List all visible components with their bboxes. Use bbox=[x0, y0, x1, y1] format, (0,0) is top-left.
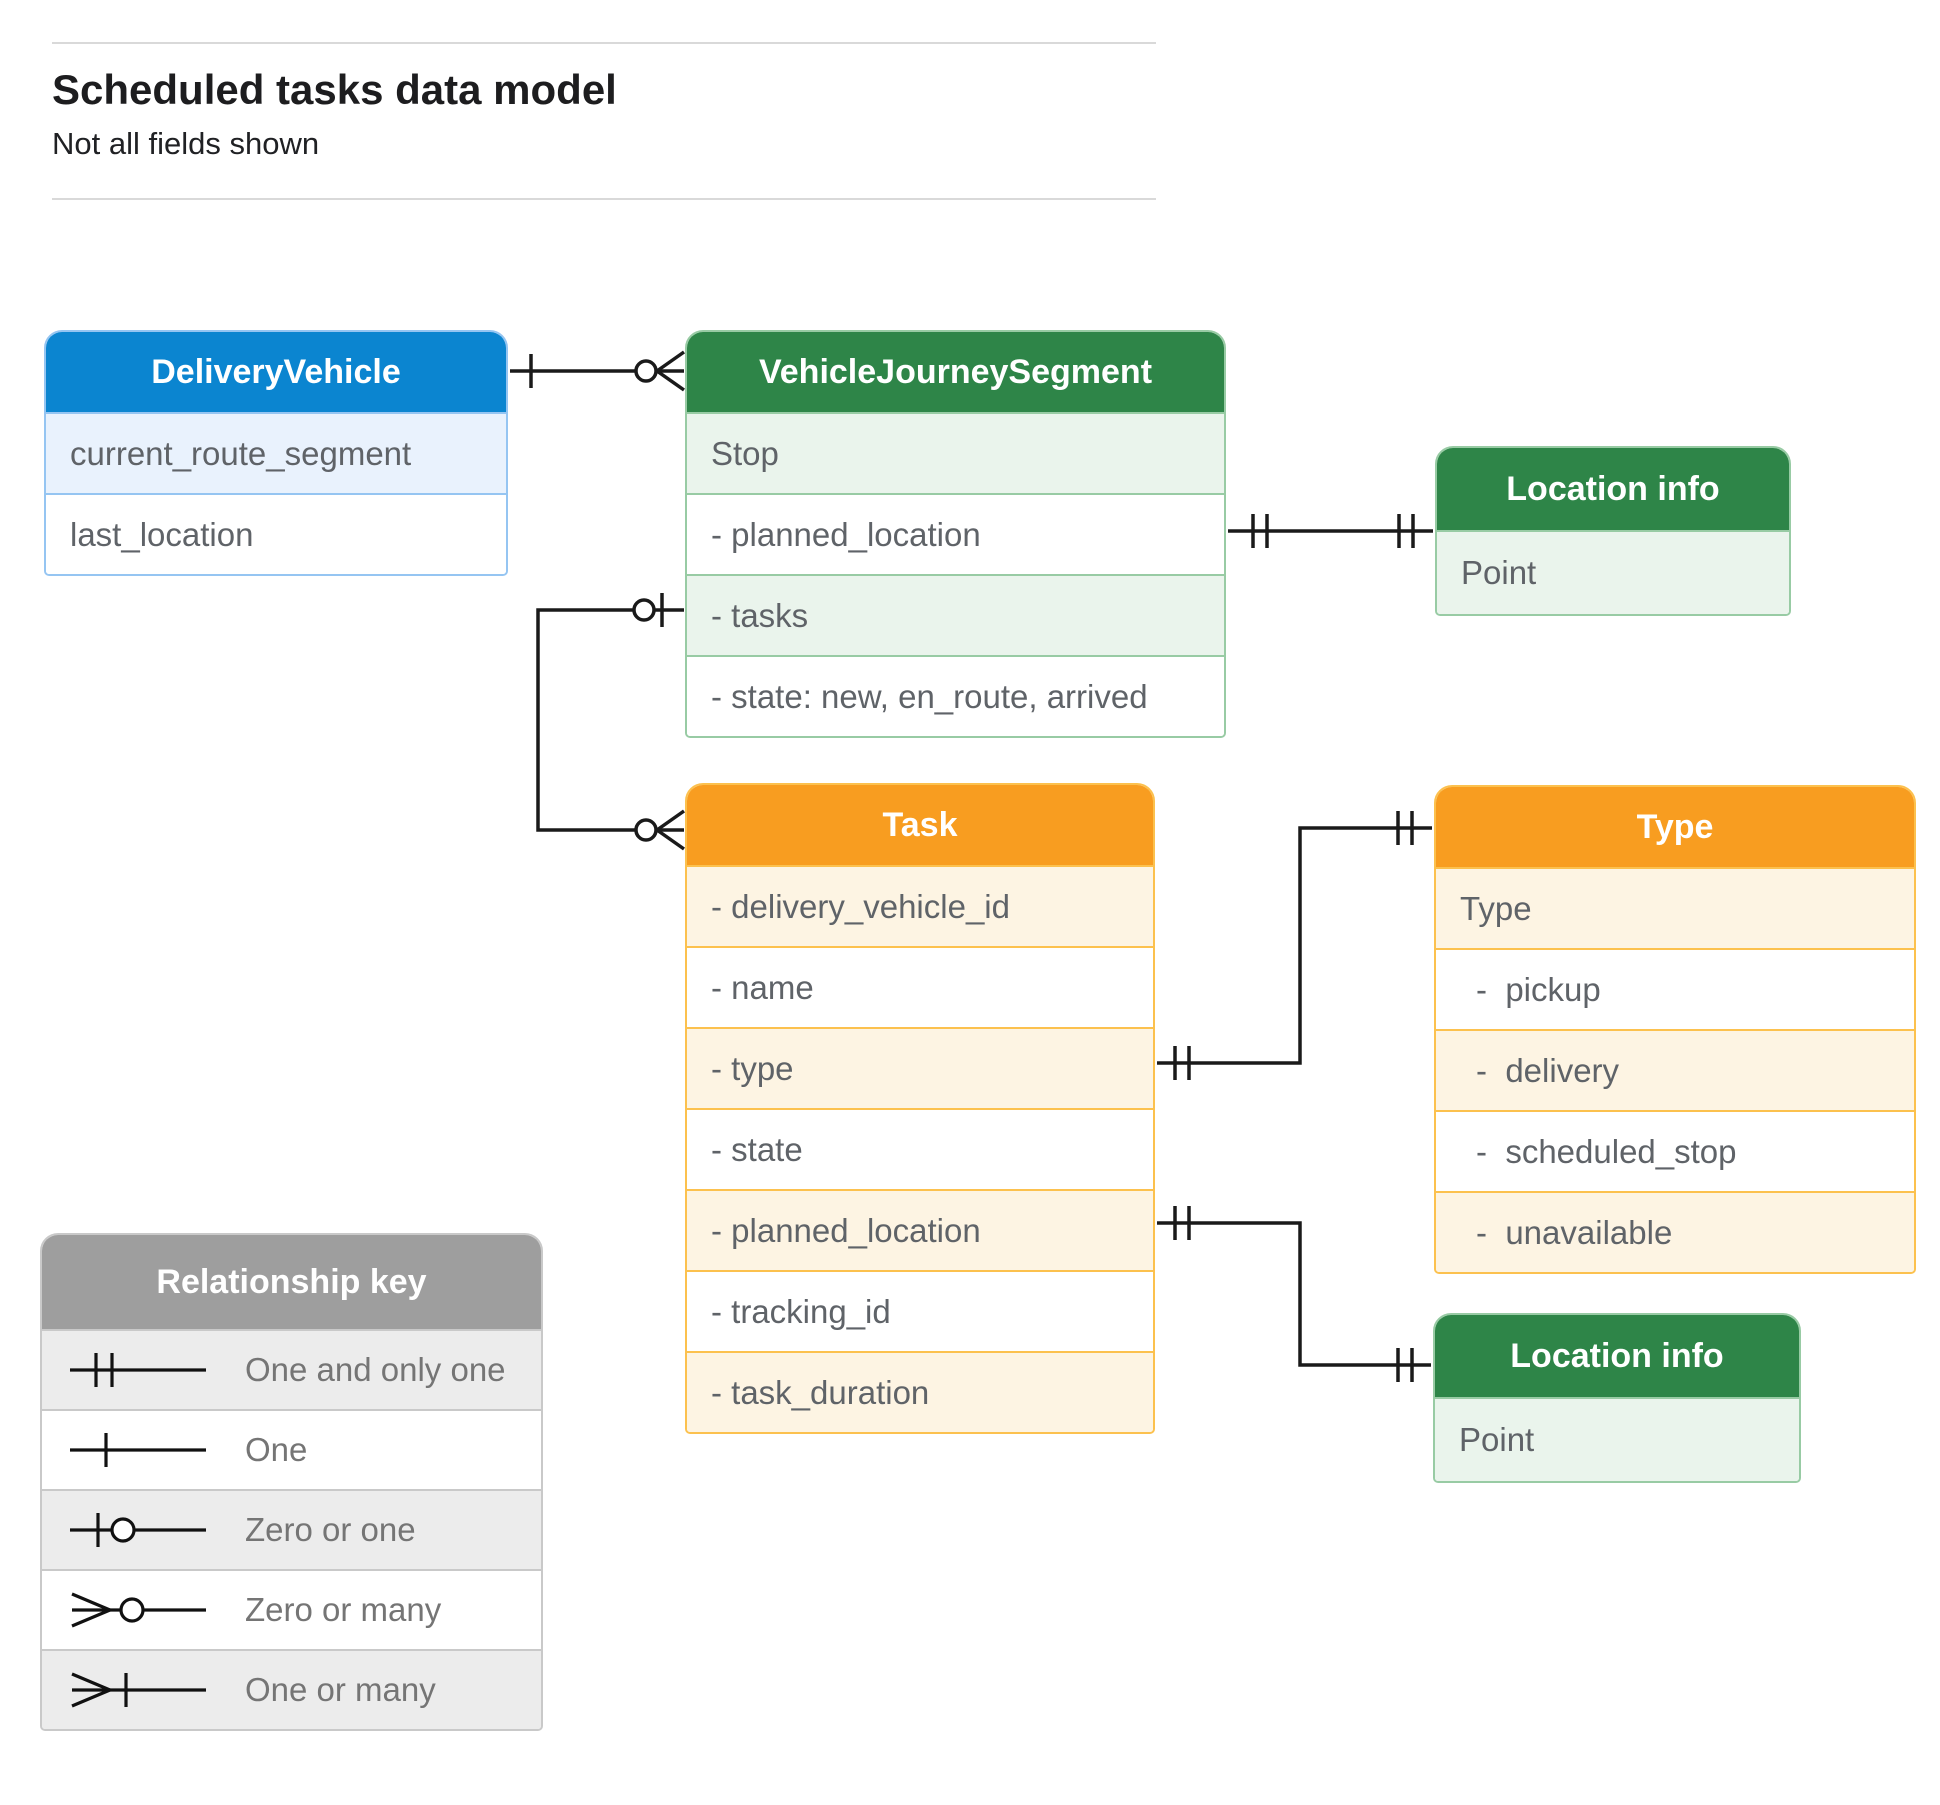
field-task-duration: - task_duration bbox=[687, 1351, 1153, 1432]
title-divider bbox=[52, 198, 1156, 200]
connector-plannedlocation-to-locationinfo-top bbox=[1228, 514, 1433, 548]
legend-item-zero-or-one: Zero or one bbox=[42, 1489, 541, 1569]
one-and-only-one-ticks bbox=[1173, 1046, 1191, 1080]
field-name: - name bbox=[687, 946, 1153, 1027]
field-delivery: - delivery bbox=[1436, 1029, 1914, 1110]
zero-circle bbox=[634, 818, 658, 842]
entity-vehicle-journey-segment-title: VehicleJourneySegment bbox=[687, 332, 1224, 412]
field-state: - state: new, en_route, arrived bbox=[687, 655, 1224, 736]
entity-vehicle-journey-segment: VehicleJourneySegment Stop - planned_loc… bbox=[685, 330, 1226, 738]
many-crow-foot bbox=[655, 350, 686, 392]
top-divider bbox=[52, 42, 1156, 44]
one-and-only-one-ticks bbox=[1396, 1348, 1414, 1382]
field-planned-location: - planned_location bbox=[687, 1189, 1153, 1270]
entity-location-info-bottom-title: Location info bbox=[1435, 1315, 1799, 1397]
entity-task: Task - delivery_vehicle_id - name - type… bbox=[685, 783, 1155, 1434]
field-point-top: Point bbox=[1437, 530, 1789, 614]
zero-or-one-symbol bbox=[70, 1513, 206, 1547]
entity-task-title: Task bbox=[687, 785, 1153, 865]
page-subtitle: Not all fields shown bbox=[52, 126, 320, 161]
legend-label: Zero or one bbox=[245, 1511, 416, 1548]
entity-type-title: Type bbox=[1436, 787, 1914, 867]
field-type-label: Type bbox=[1436, 867, 1914, 948]
field-stop: Stop bbox=[687, 412, 1224, 493]
zero-circle bbox=[632, 598, 656, 622]
one-and-only-one-symbol bbox=[70, 1353, 206, 1387]
one-symbol bbox=[70, 1433, 206, 1467]
one-and-only-one-ticks bbox=[1396, 811, 1414, 845]
field-tracking-id: - tracking_id bbox=[687, 1270, 1153, 1351]
legend-label: One and only one bbox=[245, 1351, 506, 1388]
many-crow-foot bbox=[655, 809, 686, 851]
entity-delivery-vehicle: DeliveryVehicle current_route_segment la… bbox=[44, 330, 508, 576]
zero-or-many-symbol bbox=[71, 1592, 206, 1628]
connector-deliveryvehicle-to-vehiclejourneysegment bbox=[510, 350, 686, 392]
legend-item-one: One bbox=[42, 1409, 541, 1489]
connector-type-to-type-entity bbox=[1157, 811, 1432, 1080]
one-and-only-one-ticks bbox=[1173, 1206, 1191, 1240]
entity-location-info-top-title: Location info bbox=[1437, 448, 1789, 530]
field-type: - type bbox=[687, 1027, 1153, 1108]
field-unavailable: - unavailable bbox=[1436, 1191, 1914, 1272]
field-planned-location: - planned_location bbox=[687, 493, 1224, 574]
legend-item-one-and-only-one: One and only one bbox=[42, 1329, 541, 1409]
field-pickup: - pickup bbox=[1436, 948, 1914, 1029]
field-point-bottom: Point bbox=[1435, 1397, 1799, 1481]
one-and-only-one-ticks bbox=[1397, 514, 1415, 548]
entity-delivery-vehicle-title: DeliveryVehicle bbox=[46, 332, 506, 412]
field-current-route-segment: current_route_segment bbox=[46, 412, 506, 493]
relationship-key: Relationship key One and only one One Ze… bbox=[40, 1233, 543, 1731]
one-or-many-symbol bbox=[71, 1672, 206, 1708]
field-last-location: last_location bbox=[46, 493, 506, 574]
connector-tasks-to-task bbox=[536, 593, 686, 851]
one-and-only-one-ticks bbox=[1251, 514, 1269, 548]
connector-plannedlocation-to-locationinfo-bottom bbox=[1157, 1206, 1431, 1382]
legend-label: Zero or many bbox=[245, 1591, 442, 1628]
zero-circle bbox=[634, 359, 658, 383]
entity-location-info-top: Location info Point bbox=[1435, 446, 1791, 616]
relationship-key-title: Relationship key bbox=[42, 1235, 541, 1329]
legend-item-zero-or-many: Zero or many bbox=[42, 1569, 541, 1649]
legend-label: One bbox=[245, 1431, 308, 1468]
page-title: Scheduled tasks data model bbox=[52, 66, 617, 113]
field-scheduled-stop: - scheduled_stop bbox=[1436, 1110, 1914, 1191]
entity-location-info-bottom: Location info Point bbox=[1433, 1313, 1801, 1483]
field-tasks: - tasks bbox=[687, 574, 1224, 655]
field-delivery-vehicle-id: - delivery_vehicle_id bbox=[687, 865, 1153, 946]
entity-type: Type Type - pickup - delivery - schedule… bbox=[1434, 785, 1916, 1274]
legend-label: One or many bbox=[245, 1671, 436, 1708]
legend-item-one-or-many: One or many bbox=[42, 1649, 541, 1729]
field-state: - state bbox=[687, 1108, 1153, 1189]
